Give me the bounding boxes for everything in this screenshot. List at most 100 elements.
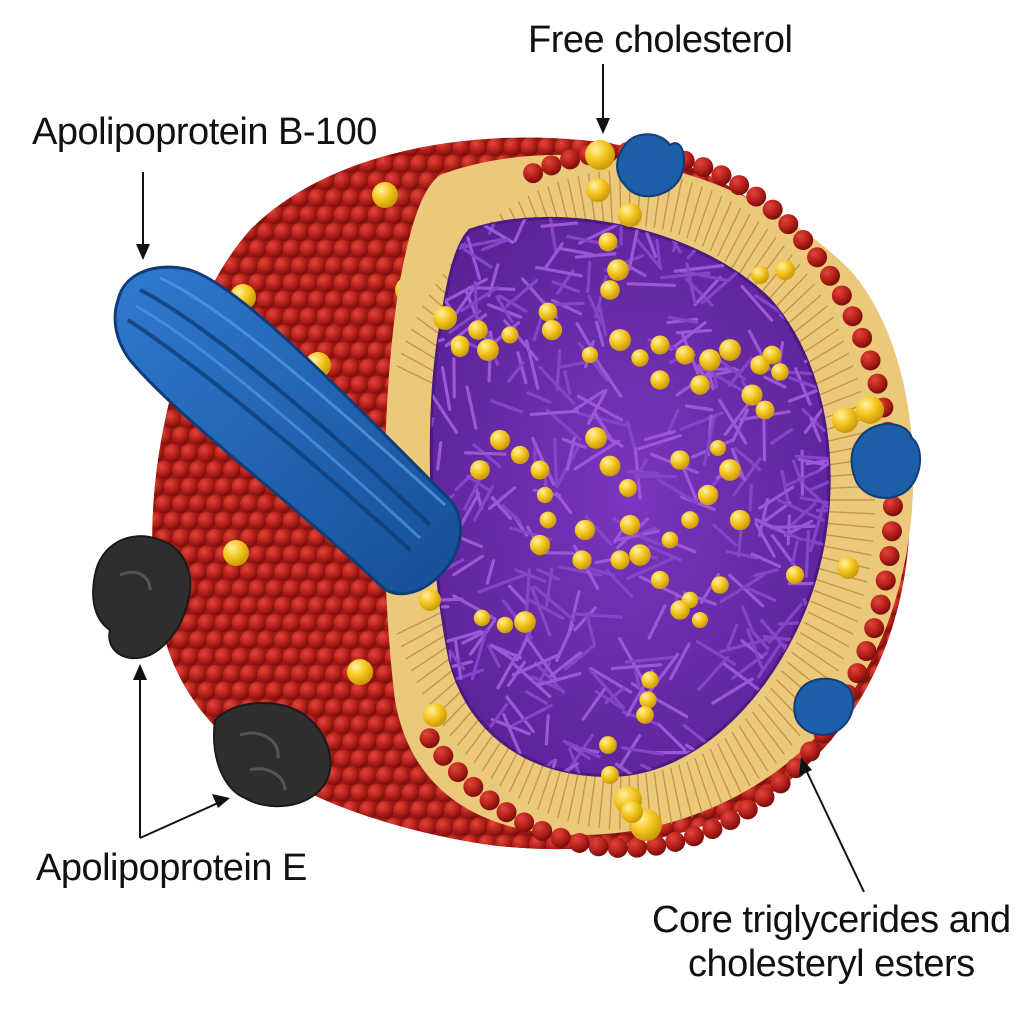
phospholipid-bead [894, 784, 910, 802]
core-strand [613, 529, 660, 542]
phospholipid-bead [563, 137, 581, 139]
core-strand [625, 557, 674, 581]
phospholipid-head [479, 790, 500, 811]
phospholipid-bead [444, 155, 462, 173]
phospholipid-bead [436, 852, 454, 870]
phospholipid-bead [240, 495, 258, 513]
phospholipid-bead [784, 801, 802, 819]
phospholipid-bead [299, 614, 318, 632]
phospholipid-bead [512, 835, 530, 850]
phospholipid-bead [223, 155, 241, 173]
core-strand [452, 237, 506, 251]
core-strand [799, 496, 830, 506]
phospholipid-head [532, 820, 553, 841]
phospholipid-bead [869, 699, 887, 717]
phospholipid-bead [274, 189, 292, 207]
phospholipid-bead [852, 223, 870, 241]
phospholipid-bead [130, 172, 148, 190]
lipid-tail [709, 748, 733, 799]
phospholipid-bead [512, 137, 530, 139]
phospholipid-bead [410, 767, 428, 785]
phospholipid-bead [886, 801, 904, 819]
core-strand [725, 549, 759, 560]
phospholipid-bead [818, 137, 836, 139]
phospholipid-bead [342, 223, 360, 241]
phospholipid-bead [274, 665, 292, 683]
phospholipid-bead [733, 835, 751, 850]
phospholipid-bead [699, 137, 717, 139]
phospholipid-bead [367, 274, 386, 292]
phospholipid-bead [265, 818, 284, 836]
core-strand [526, 637, 558, 682]
phospholipid-bead [886, 291, 904, 309]
phospholipid-bead [265, 172, 284, 190]
cholesteryl-ester-droplet [574, 519, 596, 541]
phospholipid-bead [393, 835, 411, 850]
phospholipid-bead [265, 206, 284, 224]
phospholipid-bead [877, 750, 896, 768]
phospholipid-bead [350, 274, 369, 292]
phospholipid-bead [920, 495, 938, 513]
phospholipid-bead [231, 580, 250, 598]
core-strand [495, 295, 514, 324]
phospholipid-bead [852, 835, 870, 850]
phospholipid-bead [282, 512, 301, 530]
phospholipid-bead [155, 155, 173, 173]
phospholipid-bead [342, 155, 360, 173]
core-strand [448, 309, 482, 334]
phospholipid-bead [427, 835, 445, 850]
core-strand [586, 260, 592, 294]
lipid-tail [820, 430, 870, 444]
core-strand [540, 221, 579, 228]
phospholipid-bead [359, 257, 377, 275]
phospholipid-bead [801, 137, 819, 139]
core-strand [473, 484, 495, 522]
core-strand [647, 604, 667, 640]
phospholipid-bead [325, 665, 343, 683]
phospholipid-bead [189, 461, 207, 479]
phospholipid-bead [691, 852, 709, 870]
core-strand [680, 463, 699, 502]
phospholipid-bead [759, 852, 777, 870]
phospholipid-bead [257, 257, 275, 275]
phospholipid-bead [894, 648, 910, 666]
phospholipid-bead [367, 376, 386, 394]
phospholipid-bead [912, 580, 930, 598]
core-strand [673, 263, 725, 273]
phospholipid-bead [903, 699, 910, 717]
phospholipid-head [882, 496, 903, 517]
cholesteryl-ester-droplet [581, 346, 599, 364]
phospholipid-bead [274, 631, 292, 649]
phospholipid-bead [359, 733, 377, 751]
phospholipid-bead [265, 240, 284, 258]
cholesteryl-ester-droplet [607, 259, 629, 281]
phospholipid-bead [401, 138, 420, 156]
phospholipid-bead [682, 137, 700, 139]
phospholipid-bead [180, 716, 199, 734]
phospholipid-bead [903, 631, 910, 649]
phospholipid-bead [410, 155, 428, 173]
phospholipid-head [881, 521, 902, 542]
phospholipid-bead [231, 818, 250, 836]
core-strand [452, 668, 485, 682]
core-strand [627, 225, 640, 271]
core-strand [463, 248, 493, 269]
phospholipid-bead [325, 597, 343, 615]
lipid-tail [803, 621, 850, 648]
core-strand [655, 238, 662, 269]
phospholipid-head [842, 306, 863, 327]
phospholipid-bead [920, 631, 938, 649]
core-strand [580, 564, 616, 577]
phospholipid-bead [316, 580, 335, 598]
phospholipid-bead [299, 580, 318, 598]
phospholipid-bead [308, 189, 326, 207]
lipid-tail [799, 631, 845, 660]
phospholipid-bead [929, 376, 947, 394]
phospholipid-bead [325, 733, 343, 751]
phospholipid-bead [495, 835, 513, 850]
phospholipid-bead [316, 172, 335, 190]
phospholipid-bead [240, 529, 258, 547]
phospholipid-bead [333, 172, 352, 190]
core-strand [666, 408, 680, 435]
phospholipid-bead [929, 818, 947, 836]
